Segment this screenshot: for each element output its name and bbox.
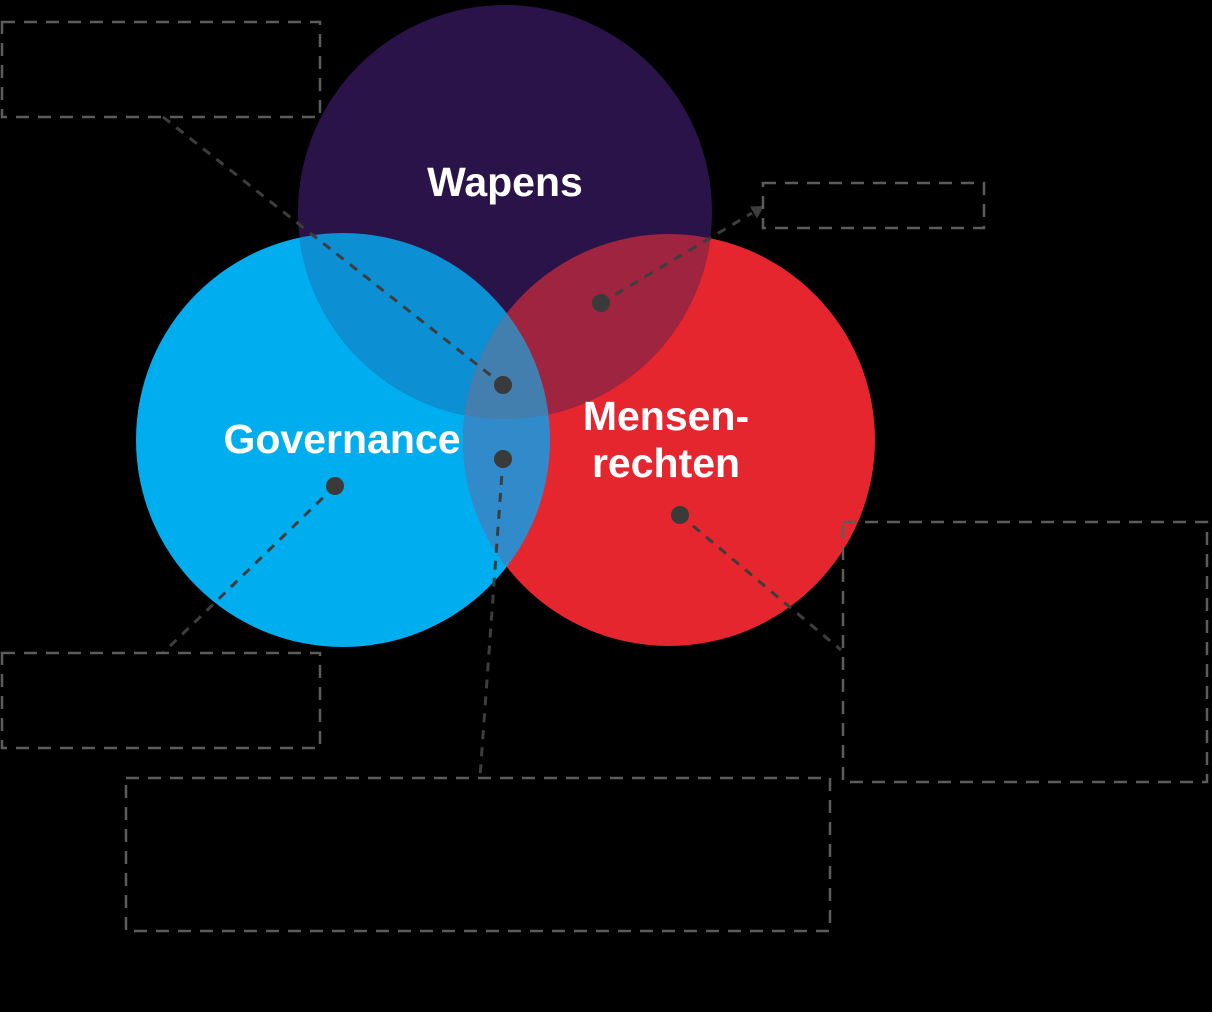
marker-dot-mensenrechten	[671, 506, 689, 524]
governance-label: Governance	[224, 416, 461, 462]
marker-dot-center	[494, 376, 512, 394]
leader-line-governance-to-bottomleft	[161, 484, 337, 655]
callout-box-right	[841, 520, 1209, 784]
leader-line-topleft-to-center	[162, 115, 504, 387]
callout-box-top-left	[0, 20, 322, 119]
callout-box-top-right	[761, 181, 986, 230]
callout-box-bottom-left	[0, 651, 322, 750]
mensenrechten-label-line2: rechten	[592, 440, 740, 486]
mensenrechten-label-line1: Mensen-	[583, 393, 749, 439]
overlap-wapens-mensenrechten	[463, 234, 712, 419]
callout-box-bottom-center	[124, 776, 832, 933]
wapens-label: Wapens	[427, 159, 583, 205]
overlap-wapens-governance	[298, 233, 550, 419]
marker-dot-wapens-mensenrechten	[592, 294, 610, 312]
marker-dot-governance-mensenrechten	[494, 450, 512, 468]
leader-line-overlap-to-bottomcenter	[478, 458, 505, 778]
leader-line-wapens-mensenrechten-to-topright	[600, 211, 753, 305]
leader-arrowhead	[750, 206, 764, 219]
leader-line-mensenrechten-to-right	[679, 513, 842, 652]
marker-dot-governance	[326, 477, 344, 495]
